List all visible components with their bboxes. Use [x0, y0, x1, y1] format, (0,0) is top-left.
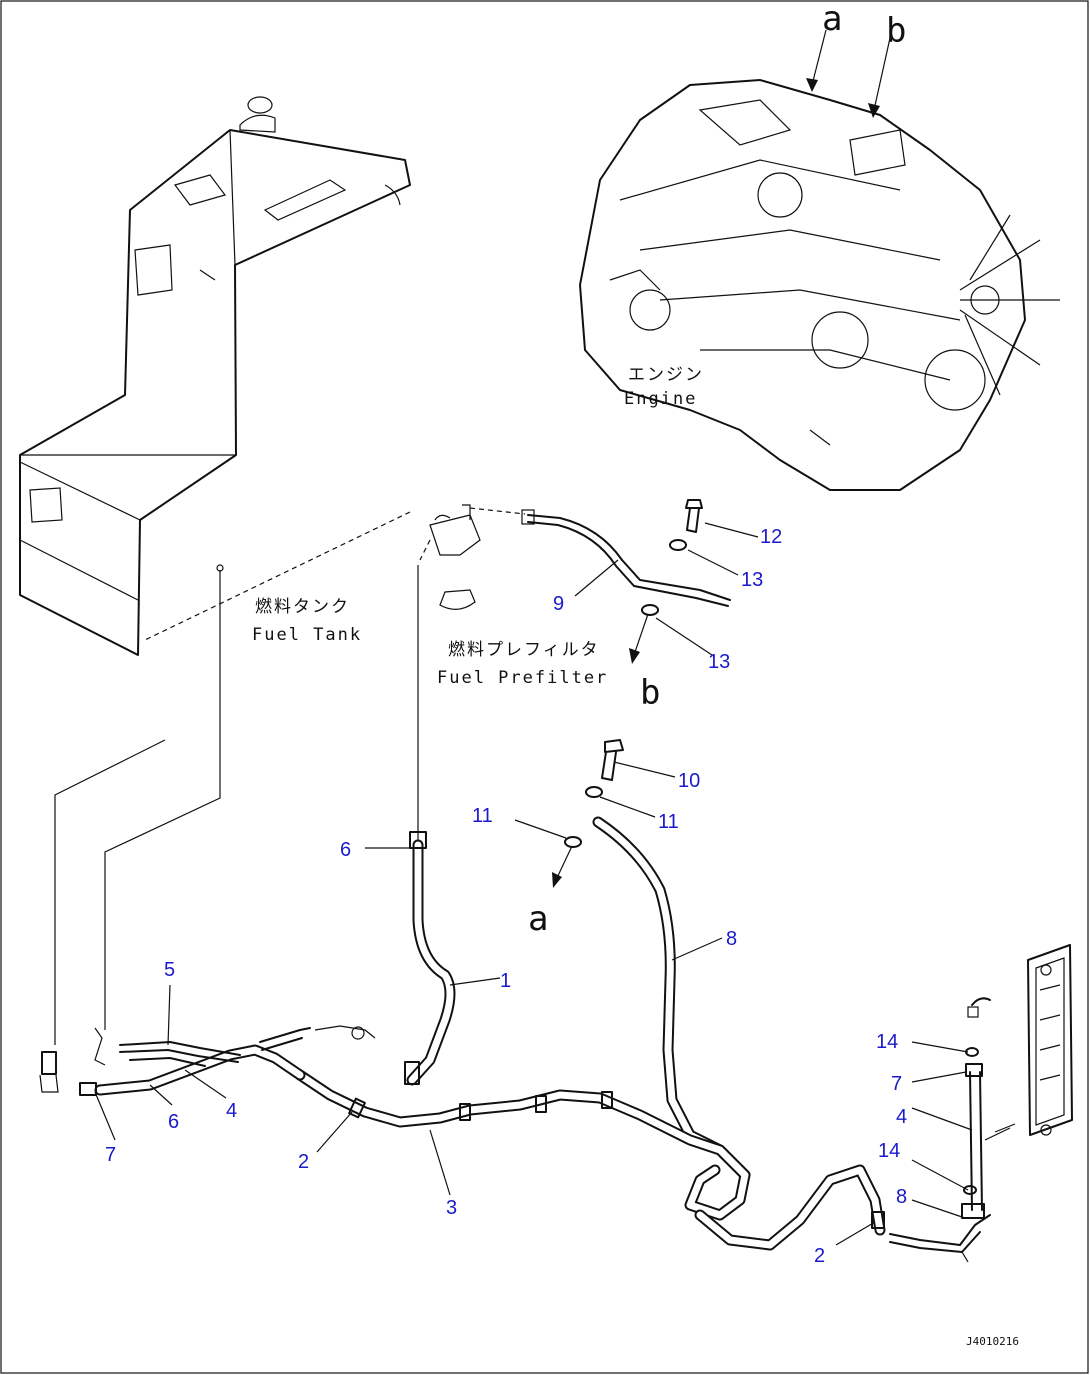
part-number-8-lower[interactable]: 8: [896, 1186, 907, 1208]
fuel-tank-drawing: [19, 96, 411, 656]
part-number-12[interactable]: 12: [760, 526, 782, 548]
part-number-4-right[interactable]: 4: [896, 1106, 907, 1128]
washer-13-lower: [641, 604, 659, 616]
part-number-5[interactable]: 5: [164, 959, 175, 981]
drawing-code: J4010216: [966, 1335, 1019, 1348]
callout-b-lower: b: [640, 673, 660, 713]
part-number-8-upper[interactable]: 8: [726, 928, 737, 950]
part-number-4-left[interactable]: 4: [226, 1100, 237, 1122]
arrow-b-lower-line: [633, 613, 649, 656]
bolt-12: [685, 499, 703, 533]
right-cooler-drawing: [967, 944, 1073, 1136]
leader-lines: [94, 522, 973, 1246]
part-number-10[interactable]: 10: [678, 770, 700, 792]
washer-13-upper: [669, 539, 687, 551]
washer-11-upper: [585, 786, 603, 798]
callout-a-upper: a: [822, 0, 842, 39]
part-number-7-right[interactable]: 7: [891, 1073, 902, 1095]
engine-label-jp: エンジン: [628, 365, 704, 385]
hose-9: [521, 509, 731, 607]
fuel-prefilter-label-en: Fuel Prefilter: [437, 668, 608, 688]
part-number-2-right[interactable]: 2: [814, 1245, 825, 1267]
part-number-11-right[interactable]: 11: [658, 811, 679, 833]
tank-guide-lines: [54, 511, 419, 1045]
callout-b-upper: b: [886, 11, 906, 51]
washer-11-lower: [564, 836, 582, 848]
bolt-10: [601, 739, 624, 781]
fuel-prefilter-drawing: [419, 504, 526, 610]
part-number-6-lower[interactable]: 6: [168, 1111, 179, 1133]
part-number-14-upper[interactable]: 14: [876, 1031, 898, 1053]
arrow-a-lower-head: [552, 872, 562, 888]
part-number-13-upper[interactable]: 13: [741, 569, 763, 591]
engine-callout-arrows: [806, 29, 891, 118]
part-number-3[interactable]: 3: [446, 1197, 457, 1219]
part-number-13-lower[interactable]: 13: [708, 651, 730, 673]
right-hose-4: [889, 1047, 1016, 1263]
hose-8: [592, 816, 751, 1181]
callout-a-lower: a: [528, 899, 548, 939]
engine-drawing: [579, 79, 1060, 491]
part-number-11-left[interactable]: 11: [472, 805, 493, 827]
part-number-14-lower[interactable]: 14: [878, 1140, 900, 1162]
part-number-7-left[interactable]: 7: [105, 1144, 116, 1166]
part-number-1[interactable]: 1: [500, 970, 511, 992]
engine-label-en: Engine: [624, 389, 697, 409]
fuel-tank-label-en: Fuel Tank: [252, 625, 362, 645]
arrow-a-lower-line: [555, 845, 573, 881]
hose-1: [406, 831, 456, 1086]
part-number-6-upper[interactable]: 6: [340, 839, 351, 861]
fuel-prefilter-label-jp: 燃料プレフィルタ: [448, 640, 600, 660]
arrow-b-lower-head: [629, 648, 640, 664]
part-number-2-left[interactable]: 2: [298, 1151, 309, 1173]
fuel-tank-label-jp: 燃料タンク: [255, 597, 350, 617]
part-number-9[interactable]: 9: [553, 593, 564, 615]
hose-3: [294, 1069, 886, 1251]
clamps: [348, 1061, 885, 1229]
